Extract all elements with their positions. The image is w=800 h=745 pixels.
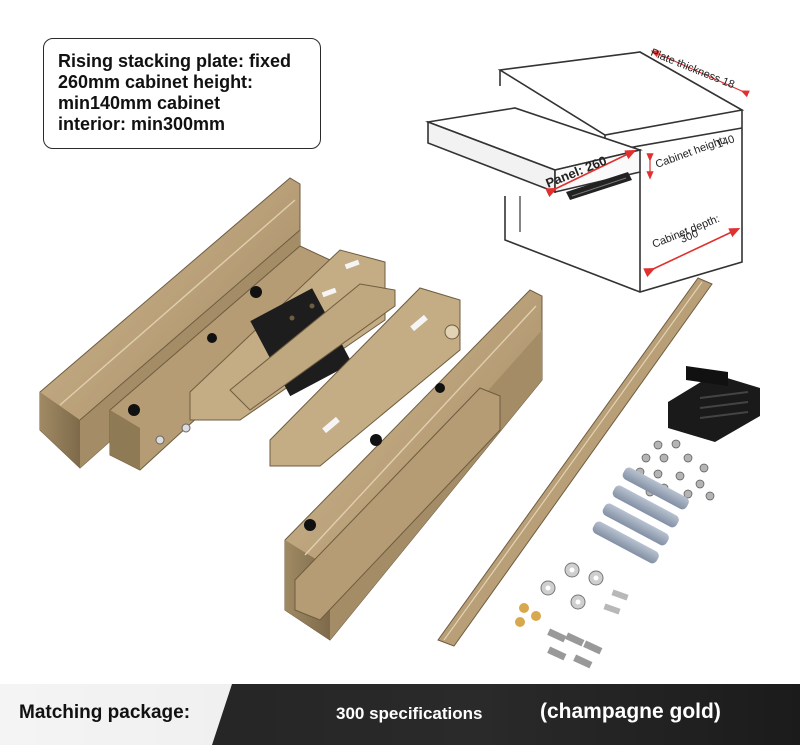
left-lift-bracket [39,177,396,471]
right-lift-bracket [269,287,543,641]
package-color-name: (champagne gold) [540,700,721,723]
black-clip [668,366,760,442]
spec-callout-box: Rising stacking plate: fixed 260mm cabin… [43,38,321,149]
cabinet-diagram: Plate thickness 18 Panel: 260 Cabinet he… [424,47,750,293]
package-banner: Matching package: 300 specifications (ch… [0,684,800,745]
damper-set [592,467,689,564]
spec-line-3: min140mm cabinet [58,93,221,113]
package-specification: 300 specifications [336,704,483,723]
spec-line-2: 260mm cabinet height: [58,72,254,92]
spec-line-1: Rising stacking plate: fixed [58,51,292,71]
washer-set [515,562,629,669]
connecting-rod [437,277,713,647]
package-label: Matching package: [19,702,191,723]
spec-line-4: interior: min300mm [58,114,226,134]
cabinet-height-value: 140 [715,133,736,151]
